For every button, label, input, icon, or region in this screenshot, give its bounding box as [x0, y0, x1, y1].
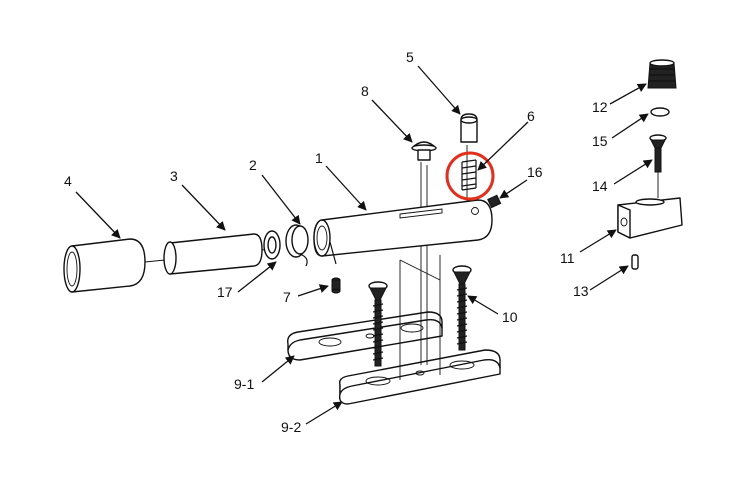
- leader-arrows: [75, 65, 653, 425]
- set-screw-part-7[interactable]: [331, 277, 341, 294]
- label-12: 12: [592, 99, 608, 115]
- label-11: 11: [560, 250, 575, 266]
- spring-highlight-circle: [445, 151, 495, 201]
- screw-left[interactable]: [368, 281, 388, 367]
- label-2: 2: [249, 157, 257, 173]
- label-6: 6: [527, 108, 535, 124]
- label-7: 7: [283, 289, 291, 305]
- screw-part-14[interactable]: [649, 134, 667, 173]
- sleeve-part-4[interactable]: [63, 238, 166, 293]
- base-plate-9-2[interactable]: [338, 349, 501, 405]
- pin-part-5[interactable]: [460, 113, 478, 143]
- label-8: 8: [361, 83, 369, 99]
- label-16: 16: [527, 164, 543, 180]
- label-4: 4: [64, 173, 72, 189]
- screw-right[interactable]: [452, 265, 472, 351]
- label-10: 10: [502, 309, 518, 325]
- label-3: 3: [170, 168, 178, 184]
- assembly-guide-lines: [399, 145, 468, 380]
- threaded-cap-part-12[interactable]: [647, 59, 677, 89]
- washer-part-15[interactable]: [650, 107, 670, 117]
- knob-part-8[interactable]: [411, 141, 437, 161]
- label-5: 5: [406, 49, 414, 65]
- plug-part-16[interactable]: [487, 194, 502, 209]
- label-9-1: 9-1: [234, 376, 254, 392]
- tube-part-3[interactable]: [163, 233, 273, 275]
- spring-part-6[interactable]: [461, 159, 477, 191]
- label-1: 1: [315, 150, 323, 166]
- label-15: 15: [592, 133, 608, 149]
- label-9-2: 9-2: [281, 419, 301, 435]
- washer-part-17[interactable]: [263, 230, 281, 260]
- block-part-11[interactable]: [617, 197, 683, 239]
- label-17: 17: [217, 284, 233, 300]
- clip-part-2[interactable]: [285, 224, 309, 267]
- label-14: 14: [592, 178, 608, 194]
- label-13: 13: [573, 283, 589, 299]
- pin-part-13[interactable]: [631, 254, 639, 270]
- main-body-part-1[interactable]: [313, 199, 493, 265]
- base-plate-9-1[interactable]: [287, 311, 443, 361]
